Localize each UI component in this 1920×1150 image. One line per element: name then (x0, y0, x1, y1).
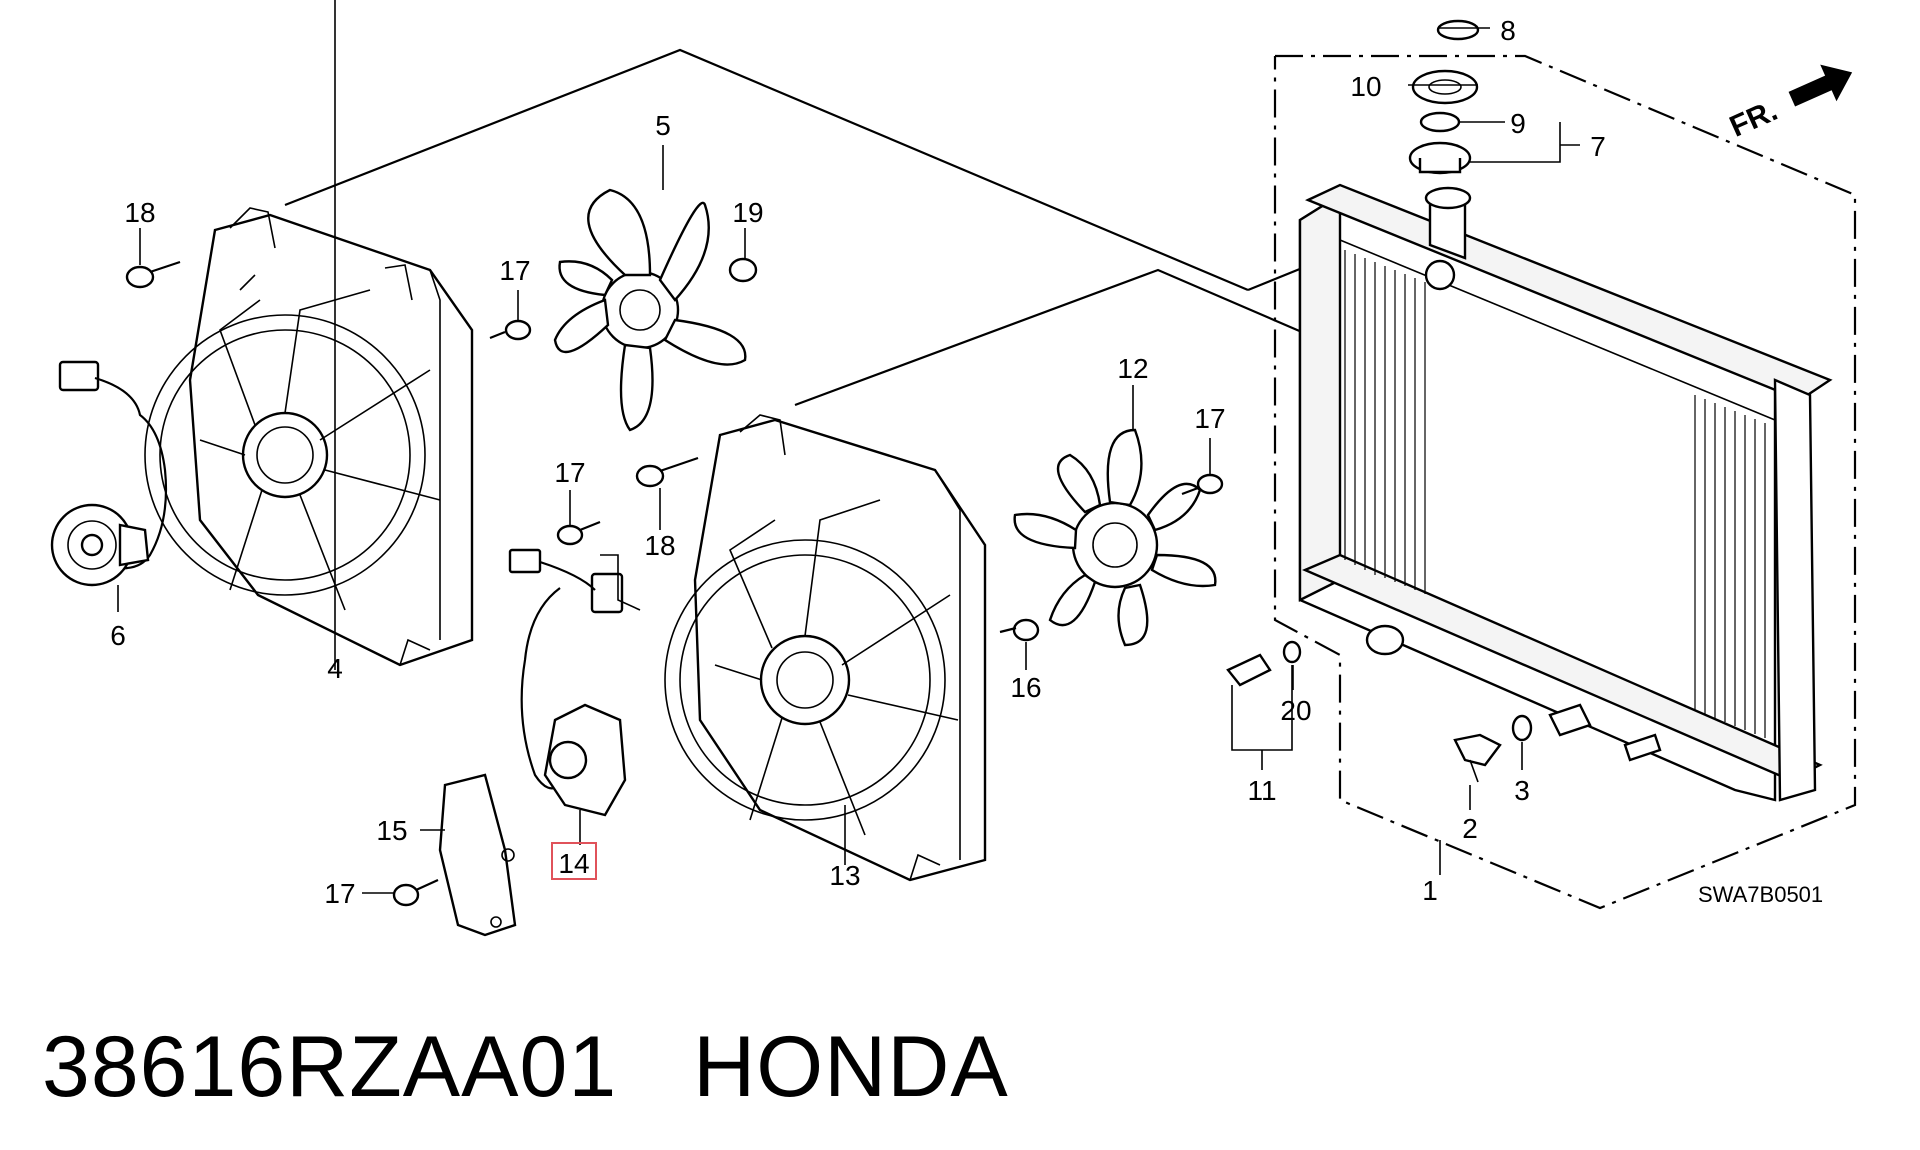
callout-15: 15 (376, 815, 407, 846)
callout-6: 6 (110, 620, 126, 651)
bolt-18-lower[interactable] (635, 456, 699, 488)
parts-diagram: 1 2 3 4 5 6 7 8 9 10 11 12 13 14 15 16 1… (50, 0, 1857, 937)
sensor-11[interactable] (1226, 653, 1272, 687)
callout-14: 14 (558, 848, 589, 879)
brand-name: HONDA (693, 1019, 1009, 1115)
diagram-code: SWA7B0501 (1698, 882, 1823, 907)
bolt-17-right[interactable] (1181, 473, 1224, 496)
callout-17-bracket: 17 (324, 878, 355, 909)
callout-17-top: 17 (499, 255, 530, 286)
callout-20: 20 (1280, 695, 1311, 726)
bolt-16[interactable] (999, 618, 1040, 642)
callout-5: 5 (655, 110, 671, 141)
callout-7: 7 (1590, 131, 1606, 162)
radiator[interactable] (1298, 183, 1833, 802)
callout-2: 2 (1462, 813, 1478, 844)
callout-8: 8 (1500, 15, 1516, 46)
fan-blade-left[interactable] (553, 188, 747, 432)
callout-1: 1 (1422, 875, 1438, 906)
callout-17-right: 17 (1194, 403, 1225, 434)
radiator-outline (1273, 54, 1857, 910)
callout-18-lower: 18 (644, 530, 675, 561)
fan-shroud-right[interactable] (664, 414, 987, 882)
callout-12: 12 (1117, 353, 1148, 384)
callout-9: 9 (1510, 108, 1526, 139)
leader-lines (117, 0, 1580, 894)
callout-10: 10 (1350, 71, 1381, 102)
seal-10[interactable] (1411, 69, 1479, 105)
bracket[interactable] (438, 773, 517, 937)
callout-13: 13 (829, 860, 860, 891)
o-ring-20[interactable] (1282, 640, 1302, 664)
callout-17-motor: 17 (554, 457, 585, 488)
bolt-18-upper[interactable] (125, 260, 181, 289)
assembly-outline-left (284, 48, 1323, 292)
callout-19: 19 (732, 197, 763, 228)
fan-blade-right[interactable] (1013, 428, 1217, 647)
callout-11: 11 (1247, 775, 1276, 806)
radiator-cap-7[interactable] (1408, 141, 1472, 175)
callout-18-upper: 18 (124, 197, 155, 228)
callout-labels: 1 2 3 4 5 6 7 8 9 10 11 12 13 14 15 16 1… (110, 15, 1606, 909)
bolt-17-bracket[interactable] (392, 878, 439, 907)
bolt-17-motor[interactable] (556, 520, 601, 546)
drain-plug[interactable] (1453, 733, 1502, 783)
front-arrow-icon (1788, 64, 1853, 107)
fan-motor-left[interactable] (50, 360, 168, 587)
direction-label: FR. (1725, 94, 1783, 144)
part-caption: 38616RZAA01 HONDA (42, 1018, 1009, 1117)
callout-3: 3 (1514, 775, 1530, 806)
nut-19[interactable] (728, 257, 758, 283)
highlight-box-14 (551, 842, 597, 880)
fan-motor-right[interactable] (508, 548, 641, 817)
front-direction-indicator: FR. (1725, 64, 1853, 144)
part-number: 38616RZAA01 (42, 1019, 618, 1115)
seal-9[interactable] (1419, 111, 1461, 133)
callout-4: 4 (327, 653, 343, 684)
o-ring-3[interactable] (1511, 714, 1533, 742)
cap-8[interactable] (1436, 19, 1480, 41)
bolt-17-top[interactable] (489, 319, 532, 341)
fan-shroud-left[interactable] (144, 207, 474, 667)
callout-16: 16 (1010, 672, 1041, 703)
